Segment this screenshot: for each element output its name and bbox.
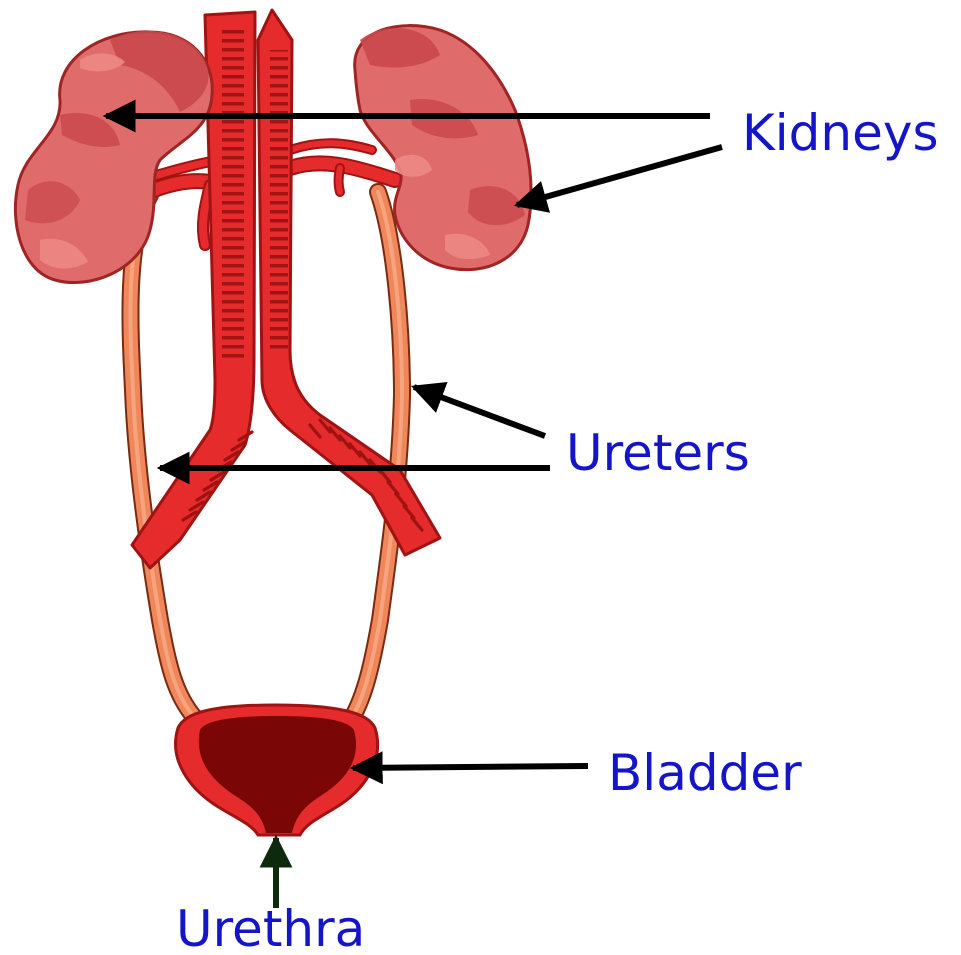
urethra-label: Urethra <box>176 904 365 954</box>
kidneys-label: Kidneys <box>742 108 939 158</box>
bladder-arrow <box>353 766 588 768</box>
kidneys-arrow-right <box>517 147 722 205</box>
left-kidney <box>15 31 212 283</box>
bladder <box>176 705 378 835</box>
ureters-label: Ureters <box>566 428 750 478</box>
ureters-arrow-right <box>414 387 545 436</box>
bladder-label: Bladder <box>608 748 802 798</box>
